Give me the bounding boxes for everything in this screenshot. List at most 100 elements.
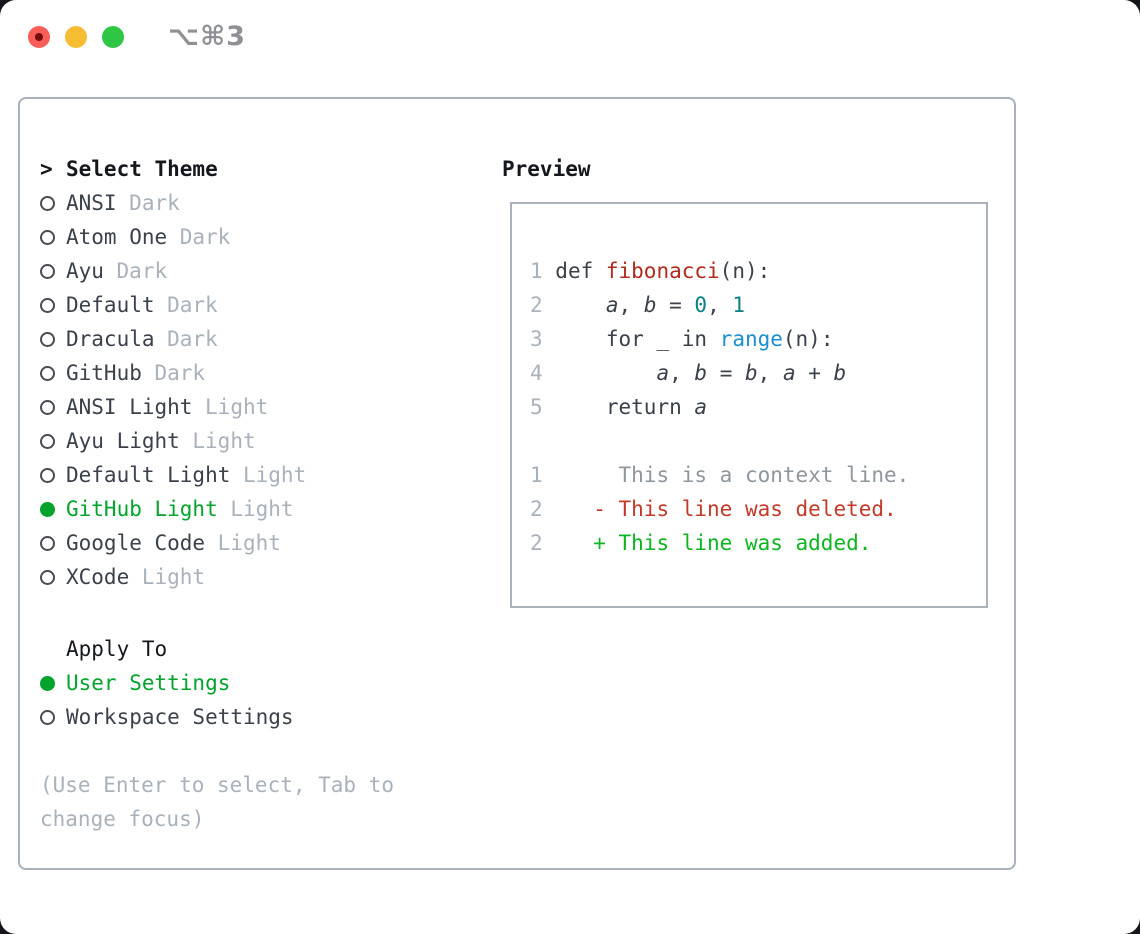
code-segment: 0 <box>694 293 708 317</box>
apply-to-option[interactable]: Workspace Settings <box>40 700 472 734</box>
theme-variant: Dark <box>167 327 218 351</box>
apply-to-option-label: User Settings <box>66 671 231 695</box>
code-line: 2 - This line was deleted. <box>530 492 986 526</box>
code-segment: a <box>782 361 796 385</box>
theme-variant: Light <box>192 429 256 453</box>
radio-icon <box>40 331 56 347</box>
radio-icon <box>40 297 56 313</box>
window-title: ⌥⌘3 <box>168 21 246 52</box>
traffic-light-buttons <box>28 26 124 48</box>
select-theme-header: > Select Theme <box>40 152 472 186</box>
theme-name: GitHub <box>66 361 142 385</box>
line-number: 1 <box>530 259 556 283</box>
code-line: 2 + This line was added. <box>530 526 986 560</box>
minimize-button[interactable] <box>65 26 87 48</box>
theme-variant: Dark <box>154 361 206 385</box>
theme-option[interactable]: Google Code Light <box>40 526 472 560</box>
theme-option[interactable]: Default Dark <box>40 288 472 322</box>
radio-icon <box>40 709 56 725</box>
code-line <box>530 424 986 458</box>
theme-name: GitHub Light <box>66 497 218 521</box>
radio-icon <box>40 535 56 551</box>
zoom-button[interactable] <box>102 26 124 48</box>
theme-option[interactable]: ANSI Dark <box>40 186 472 220</box>
theme-option[interactable]: GitHub Light Light <box>40 492 472 526</box>
line-number <box>530 429 555 453</box>
theme-variant: Light <box>205 395 269 419</box>
code-segment: a <box>605 293 619 317</box>
code-segment: = <box>656 293 695 317</box>
code-line: 2 a, b = 0, 1 <box>530 288 986 322</box>
theme-name: Ayu Light <box>66 429 180 453</box>
theme-option[interactable]: Default Light Light <box>40 458 472 492</box>
select-theme-title: Select Theme <box>66 157 218 181</box>
code-line: 3 for _ in range(n): <box>530 322 986 356</box>
theme-option[interactable]: Dracula Dark <box>40 322 472 356</box>
theme-variant: Dark <box>129 191 180 215</box>
code-segment <box>555 361 656 385</box>
theme-name: Google Code <box>66 531 206 555</box>
code-segment: b <box>833 361 847 385</box>
apply-to-header: Apply To <box>66 637 168 661</box>
line-number: 2 <box>530 293 556 317</box>
radio-icon <box>40 229 56 245</box>
code-segment: def <box>555 259 606 283</box>
code-segment: , <box>618 293 644 317</box>
radio-icon <box>40 467 56 483</box>
theme-option[interactable]: Ayu Light Light <box>40 424 472 458</box>
code-segment: - This line was deleted. <box>593 497 897 521</box>
code-segment: range <box>719 327 783 351</box>
theme-variant: Dark <box>167 293 218 317</box>
line-number: 2 <box>530 531 556 555</box>
line-number: 3 <box>530 327 556 351</box>
theme-variant: Light <box>230 497 294 521</box>
window-titlebar: ⌥⌘3 <box>0 0 1140 72</box>
theme-variant: Light <box>217 531 281 555</box>
theme-option[interactable]: GitHub Dark <box>40 356 472 390</box>
hint-text: (Use Enter to select, Tab to change focu… <box>40 773 395 831</box>
code-segment <box>555 293 606 317</box>
code-segment: a <box>694 395 708 419</box>
line-number: 4 <box>530 361 556 385</box>
code-segment: b <box>694 361 708 385</box>
radio-icon <box>40 569 56 585</box>
code-segment: + This line was added. <box>593 531 872 555</box>
code-segment: (n): <box>782 327 834 351</box>
theme-name: Default Light <box>66 463 231 487</box>
code-segment: = <box>707 361 745 385</box>
apply-to-option-label: Workspace Settings <box>66 705 294 729</box>
theme-name: Default <box>66 293 155 317</box>
code-line: 1 def fibonacci(n): <box>530 254 986 288</box>
theme-name: ANSI <box>66 191 117 215</box>
theme-variant: Dark <box>179 225 231 249</box>
theme-variant: Light <box>242 463 307 487</box>
radio-icon <box>40 433 56 449</box>
close-button[interactable] <box>28 26 50 48</box>
code-segment: for _ in <box>555 327 720 351</box>
theme-name: Atom One <box>66 225 168 249</box>
code-line: 4 a, b = b, a + b <box>530 356 986 390</box>
radio-selected-icon <box>40 675 56 691</box>
radio-icon <box>40 195 56 211</box>
theme-option[interactable]: Atom One Dark <box>40 220 472 254</box>
code-segment: b <box>643 293 657 317</box>
code-segment: + <box>795 361 834 385</box>
theme-name: Dracula <box>66 327 155 351</box>
radio-icon <box>40 399 56 415</box>
code-segment: b <box>745 361 758 385</box>
code-segment: , <box>707 293 733 317</box>
preview-label: Preview <box>502 157 591 181</box>
code-segment: This is a context line. <box>555 463 910 487</box>
radio-selected-icon <box>40 501 56 517</box>
apply-to-option[interactable]: User Settings <box>40 666 472 700</box>
code-segment: , <box>669 361 695 385</box>
code-segment <box>555 531 593 555</box>
